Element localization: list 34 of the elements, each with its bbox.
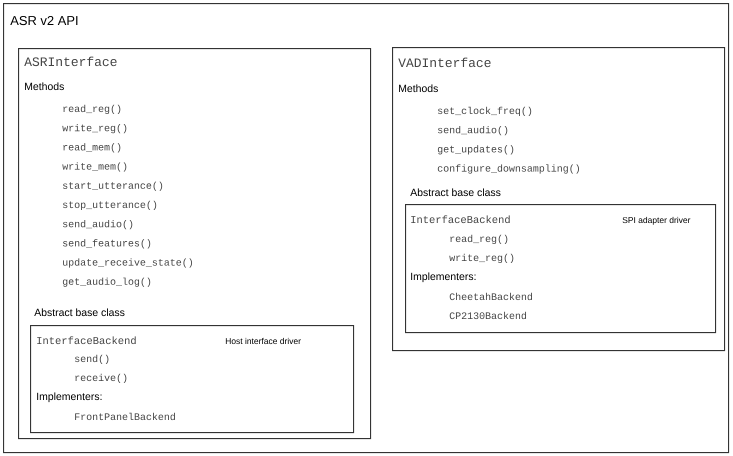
method-name: set_clock_freq() [438,106,532,116]
section-heading: Implementers: [411,272,476,282]
frame-label: ASR v2 API [10,16,78,26]
class-name: VADInterface [398,58,491,68]
method-name: write_reg() [62,124,126,134]
method-name: send() [75,354,108,364]
method-name: read_reg() [450,234,508,244]
section-heading: Methods [25,82,64,90]
section-heading: Abstract base class [34,308,124,316]
method-name: get_audio_log() [62,278,150,287]
section-heading: Methods [399,84,438,92]
method-name: start_utterance() [63,182,162,191]
method-name: CP2130Backend [450,312,526,320]
section-heading: Implementers: [37,392,102,402]
method-name: write_reg() [449,254,514,264]
method-name: read_mem() [63,143,120,152]
class-name: InterfaceBackend [37,336,136,344]
method-name: CheetahBackend [450,292,532,300]
section-heading: Abstract base class [410,188,500,196]
driver-note: SPI adapter driver [622,216,690,225]
method-name: FrontPanelBackend [75,412,175,420]
method-name: receive() [75,374,126,384]
method-name: write_mem() [62,162,126,172]
method-name: get_updates() [438,145,514,154]
method-name: read_reg() [63,104,120,114]
method-name: send_audio() [63,220,132,230]
method-name: send_features() [63,239,150,248]
class-name: InterfaceBackend [411,215,510,224]
method-name: update_receive_state() [63,258,192,268]
driver-note: Host interface driver [226,338,301,344]
class-name: ASRInterface [24,56,117,66]
method-name: stop_utterance() [63,200,156,210]
method-name: send_audio() [438,126,508,136]
method-name: configure_downsampling() [438,164,579,174]
